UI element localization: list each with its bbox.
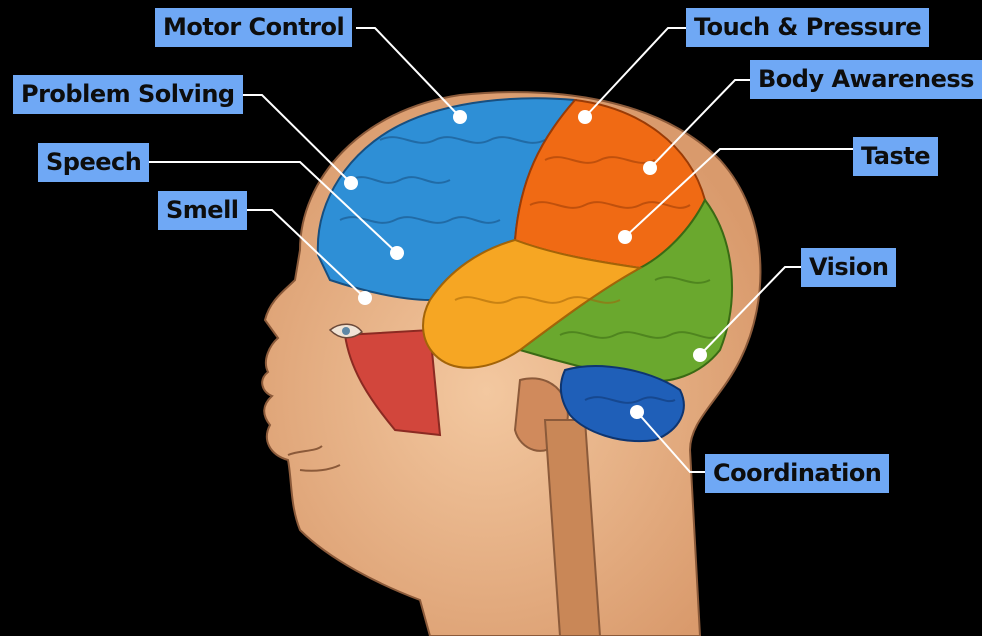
dot-smell <box>358 291 372 305</box>
dot-taste <box>618 230 632 244</box>
label-body-awareness: Body Awareness <box>750 60 982 99</box>
label-motor-control: Motor Control <box>155 8 352 47</box>
dot-speech <box>390 246 404 260</box>
dot-motor-control <box>453 110 467 124</box>
dot-touch-pressure <box>578 110 592 124</box>
dot-coordination <box>630 405 644 419</box>
dot-vision <box>693 348 707 362</box>
iris <box>342 327 350 335</box>
dot-problem-solving <box>344 176 358 190</box>
label-problem-solving: Problem Solving <box>13 75 243 114</box>
label-taste: Taste <box>853 137 938 176</box>
label-coordination: Coordination <box>705 454 889 493</box>
label-touch-pressure: Touch & Pressure <box>686 8 929 47</box>
label-speech: Speech <box>38 143 149 182</box>
label-vision: Vision <box>801 248 896 287</box>
dot-body-awareness <box>643 161 657 175</box>
label-smell: Smell <box>158 191 247 230</box>
